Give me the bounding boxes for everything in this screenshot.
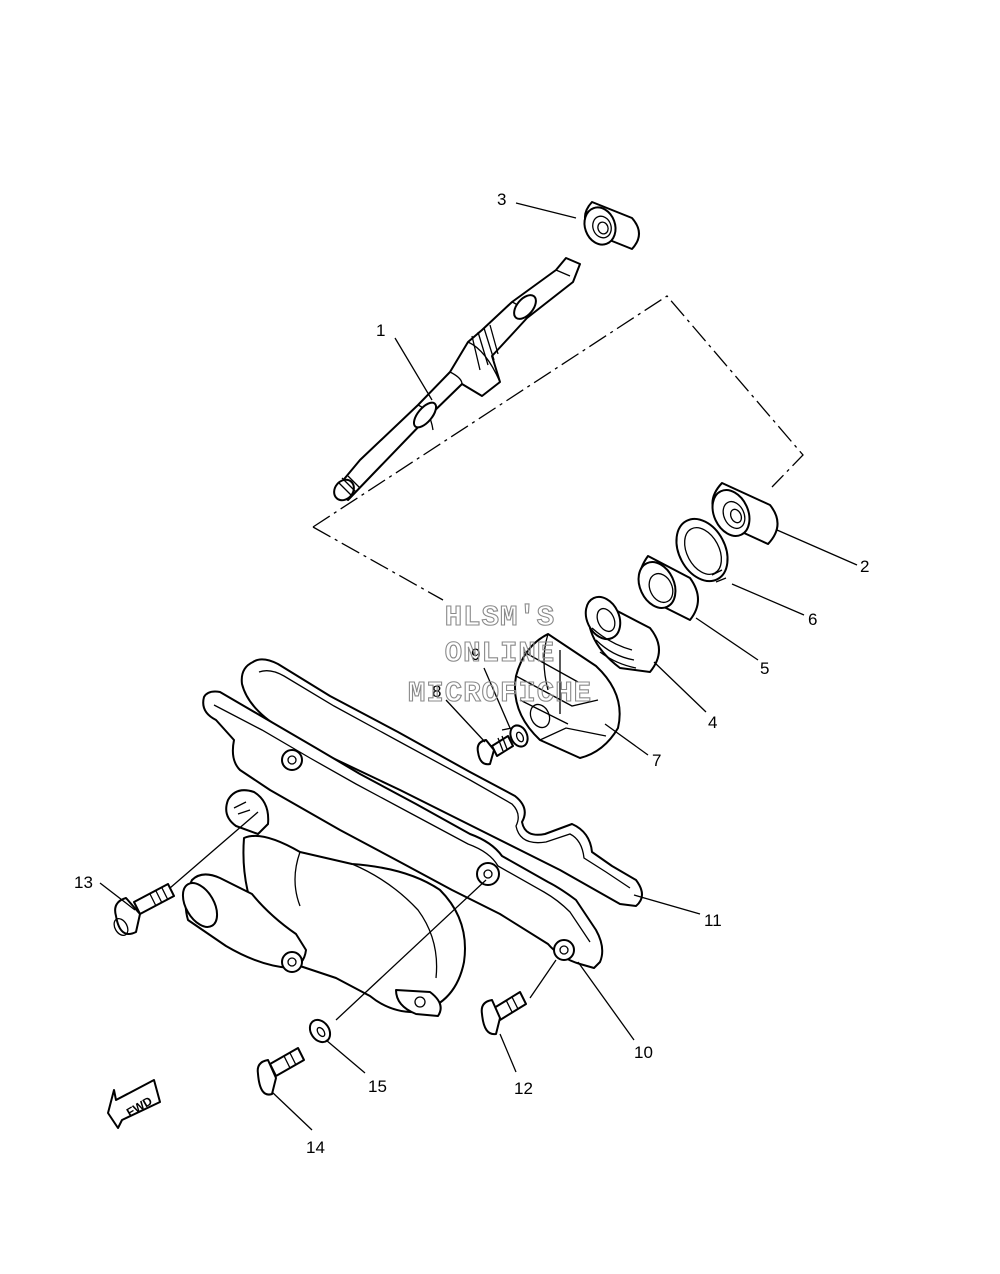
gasket-part-11 (240, 658, 643, 907)
callout-5: 5 (760, 659, 769, 678)
assembly-bracket (312, 295, 804, 528)
callout-4: 4 (708, 713, 717, 732)
watermark-line-2: ONLINE (445, 637, 555, 670)
seal-part-5 (637, 555, 699, 621)
callout-9: 9 (471, 645, 480, 664)
watermark-line-1: HLSM'S (445, 601, 555, 634)
watermark-line-3: MICROFICHE (408, 677, 592, 710)
callout-6: 6 (808, 610, 817, 629)
callout-12: 12 (514, 1079, 533, 1098)
bolt-part-14 (256, 1047, 305, 1096)
mechanical-seal-part-4 (584, 595, 660, 673)
pump-housing-part-10 (181, 690, 604, 1017)
callout-3: 3 (497, 190, 506, 209)
bearing-part-3 (583, 201, 640, 250)
watermark: HLSM'S ONLINE MICROFICHE (407, 600, 592, 710)
bolt-part-8 (476, 735, 514, 766)
impeller-part-7 (514, 633, 621, 759)
callout-10: 10 (634, 1043, 653, 1062)
callout-2: 2 (860, 557, 869, 576)
bolt-part-13 (113, 883, 175, 937)
impeller-shaft-part-1 (333, 257, 581, 502)
callout-11: 11 (704, 911, 722, 930)
callout-14: 14 (306, 1138, 325, 1157)
washer-part-15 (308, 1018, 332, 1044)
callout-15: 15 (368, 1077, 387, 1096)
callout-7: 7 (652, 751, 661, 770)
circlip-part-6 (675, 517, 729, 583)
callout-13: 13 (74, 873, 93, 892)
callout-8: 8 (432, 682, 441, 701)
forward-arrow-icon: FWD (107, 1079, 161, 1129)
assembly-bracket-lower (312, 526, 444, 601)
bolt-part-12 (480, 991, 527, 1036)
callout-1: 1 (376, 321, 385, 340)
bearing-part-2 (711, 482, 779, 545)
alignment-lines (169, 727, 557, 1021)
washer-part-9 (509, 724, 529, 748)
callout-leaders (99, 202, 858, 1131)
